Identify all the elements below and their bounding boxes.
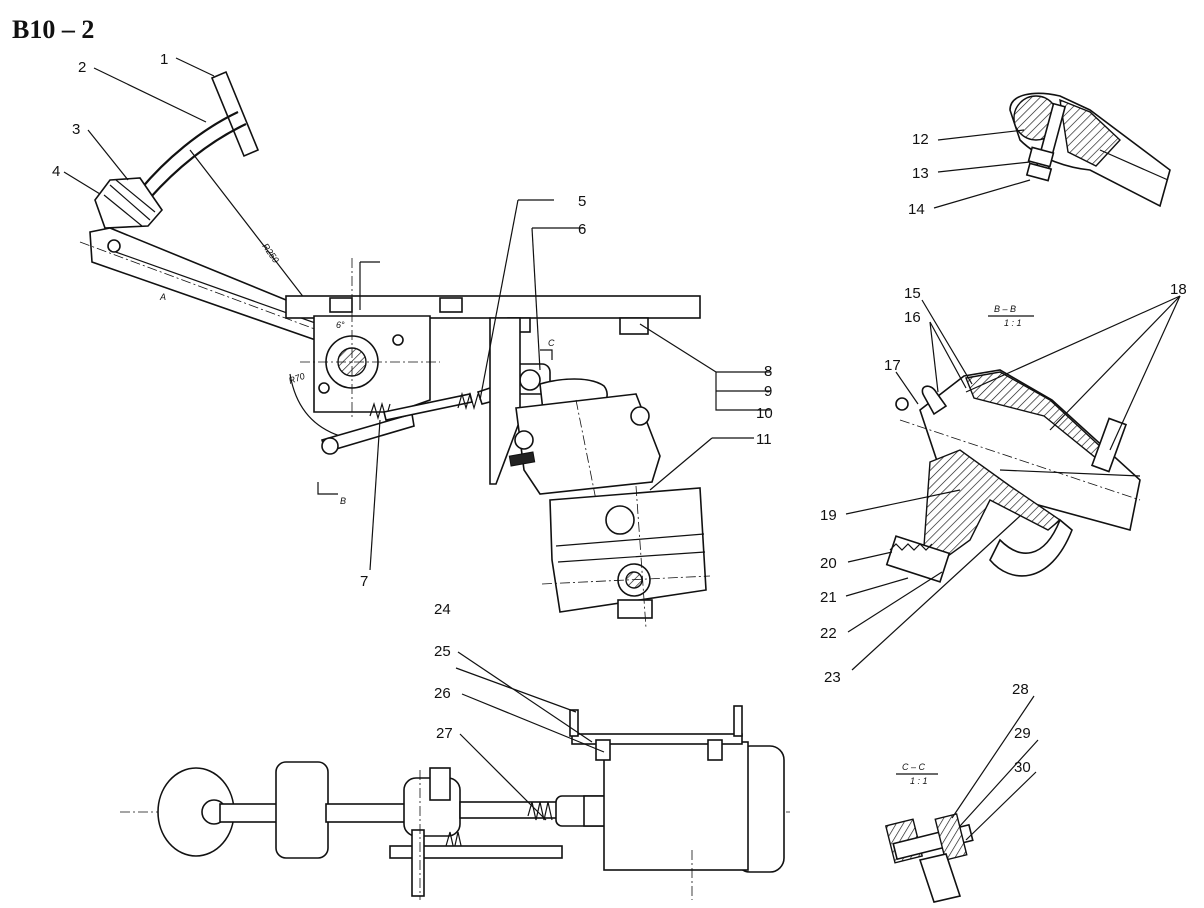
callout-19: 19 [820,507,837,524]
callout-28: 28 [1012,681,1029,698]
r70-label: R70 [287,371,306,386]
callout-18: 18 [1170,281,1187,298]
pedal-arm [139,111,239,191]
callout-27: 27 [436,725,453,742]
section-c-marker: C [548,338,555,348]
callout-10: 10 [756,405,773,422]
callout-6: 6 [578,221,586,238]
callout-20: 20 [820,555,837,572]
callout-29: 29 [1014,725,1031,742]
callout-17: 17 [884,357,901,374]
callout-21: 21 [820,589,837,606]
callout-4: 4 [52,163,60,180]
radius-label: R250 [260,241,281,264]
callout-2: 2 [78,59,86,76]
plan-view [120,651,790,900]
callout-24: 24 [434,601,451,618]
section-c-c: C – C 1 : 1 [884,695,1039,903]
callout-15: 15 [904,285,921,302]
dim-a-label: A [159,292,166,302]
callout-25: 25 [434,643,451,660]
pedal-lever [89,227,342,346]
callout-5: 5 [578,193,586,210]
callout-13: 13 [912,165,929,182]
callout-16: 16 [904,309,921,326]
section-bb-scale: 1 : 1 [1004,318,1022,328]
callout-22: 22 [820,625,837,642]
section-bb-title: B – B [994,304,1016,314]
callout-3: 3 [72,121,80,138]
callout-1: 1 [160,51,168,68]
angle-label: 6° [336,320,345,330]
rod-spring [457,391,479,411]
callout-9: 9 [764,383,772,400]
valve-body-upper [515,393,661,495]
pedal-assembly: R250 A 6° R70 B C [79,70,711,629]
section-cc-scale: 1 : 1 [910,776,928,786]
rubber-boot [94,177,164,229]
callout-26: 26 [434,685,451,702]
callout-14: 14 [908,201,925,218]
callout-30: 30 [1014,759,1031,776]
callout-11: 11 [756,431,772,448]
callout-7: 7 [360,573,368,590]
callout-8: 8 [764,363,772,380]
section-cc-title: C – C [902,762,926,772]
callouts-main [63,57,770,571]
diagram-title: B10 – 2 [12,15,94,44]
callout-23: 23 [824,669,841,686]
section-b-marker: B [340,496,346,506]
callout-12: 12 [912,131,929,148]
detail-ball-joint [933,92,1171,209]
section-b-b: B – B 1 : 1 [845,295,1181,671]
